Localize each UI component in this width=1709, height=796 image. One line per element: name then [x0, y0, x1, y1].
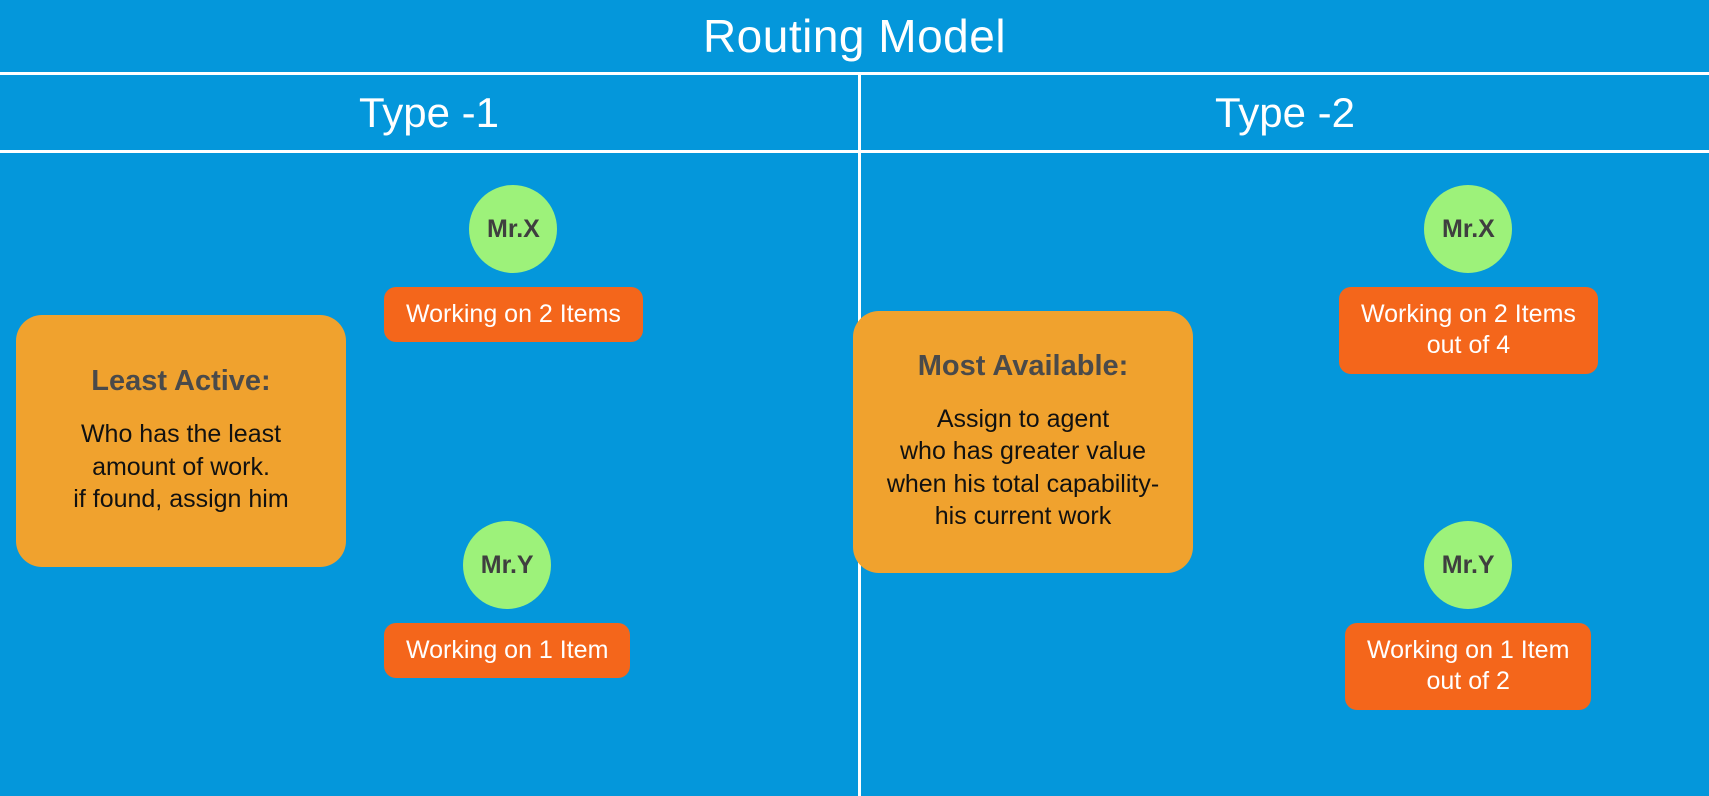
agent-group-type1-mry: Mr.Y Working on 1 Item — [384, 521, 631, 679]
avatar: Mr.Y — [463, 521, 552, 609]
status-badge: Working on 2 Items — [384, 287, 643, 343]
avatar-label: Mr.X — [1442, 214, 1495, 243]
column-heading-type-2-label: Type -2 — [1214, 88, 1356, 136]
avatar: Mr.X — [1424, 185, 1513, 273]
avatar: Mr.Y — [1424, 521, 1513, 609]
description-card-body: Who has the least amount of work. if fou… — [73, 420, 289, 514]
status-badge: Working on 1 Item out of 2 — [1345, 623, 1592, 710]
agent-group-type1-mrx: Mr.X Working on 2 Items — [384, 185, 643, 343]
column-heading-type-1: Type -1 — [0, 75, 858, 150]
avatar: Mr.X — [469, 185, 558, 273]
avatar-label: Mr.X — [487, 214, 540, 243]
status-badge: Working on 1 Item — [384, 623, 631, 679]
description-card-least-active: Least Active: Who has the least amount o… — [16, 315, 346, 567]
divider-horizontal-top — [0, 72, 1709, 75]
description-card-title: Least Active: — [91, 365, 271, 398]
status-badge: Working on 2 Items out of 4 — [1339, 287, 1598, 374]
panel-type-1: Least Active: Who has the least amount o… — [0, 153, 858, 796]
column-heading-type-1-label: Type -1 — [358, 88, 500, 136]
panel-type-2: Most Available: Assign to agent who has … — [853, 153, 1709, 796]
description-card-most-available: Most Available: Assign to agent who has … — [853, 311, 1193, 573]
divider-horizontal-under-headings — [0, 150, 1709, 153]
avatar-label: Mr.Y — [1441, 550, 1495, 579]
agent-group-type2-mrx: Mr.X Working on 2 Items out of 4 — [1339, 185, 1598, 374]
description-card-body: Assign to agent who has greater value wh… — [886, 404, 1160, 531]
page-title: Routing Model — [702, 10, 1007, 62]
column-heading-type-2: Type -2 — [861, 75, 1709, 150]
title-bar: Routing Model — [0, 0, 1709, 72]
agent-group-type2-mry: Mr.Y Working on 1 Item out of 2 — [1345, 521, 1592, 710]
avatar-label: Mr.Y — [480, 550, 534, 579]
description-card-title: Most Available: — [917, 350, 1129, 383]
